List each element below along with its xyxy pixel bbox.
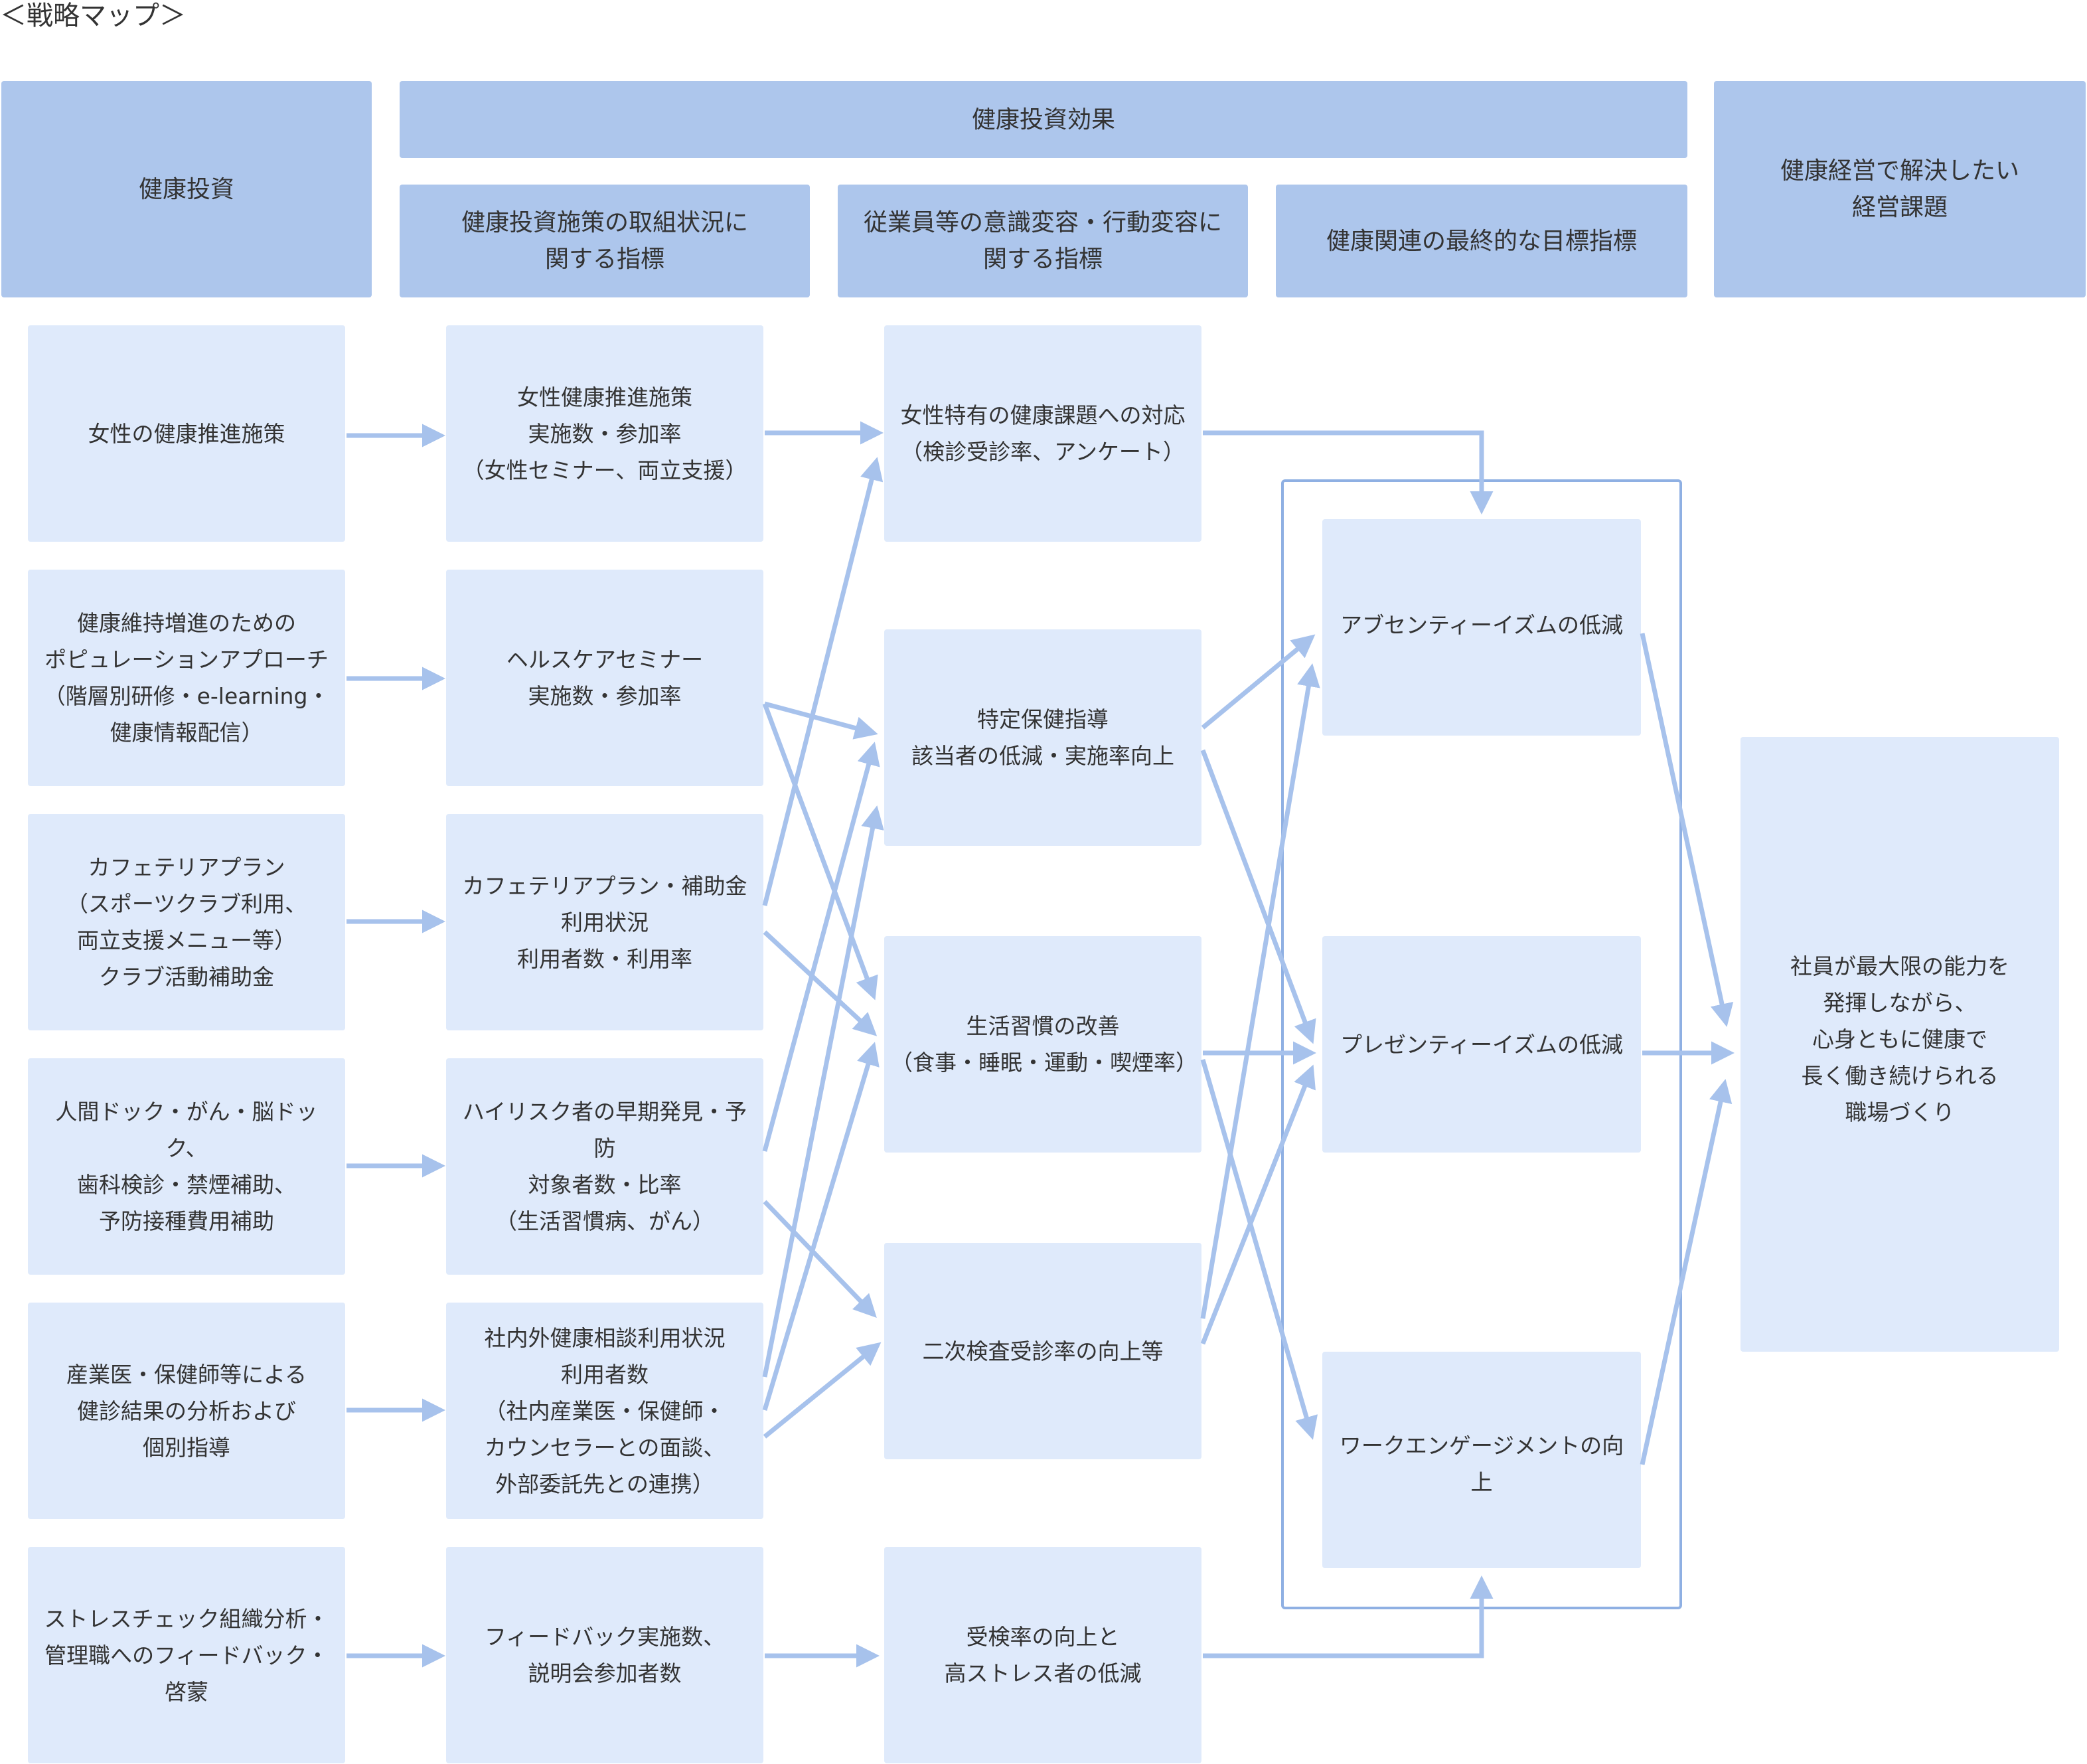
arrow-c2-c3-10 (763, 1342, 882, 1439)
arrow-c2-c3-2 (764, 701, 878, 740)
behavior-box-specific-guidance: 特定保健指導 該当者の低減・実施率向上 (884, 629, 1201, 846)
header-effect-sub1: 健康投資施策の取組状況に 関する指標 (400, 185, 810, 297)
header-effect: 健康投資効果 (400, 81, 1687, 158)
arrow-c4-goal-1 (1640, 633, 1734, 1027)
indicator-box-women-program: 女性健康推進施策 実施数・参加率 （女性セミナー、両立支援） (446, 325, 763, 542)
arrow-c3-c4-8 (1203, 1575, 1494, 1658)
arrow-c3-c4-2 (1201, 634, 1316, 730)
arrow-c2-c3-9 (762, 1042, 880, 1411)
arrow-c4-goal-3 (1640, 1079, 1733, 1465)
final-box-presenteeism: プレゼンティーイズムの低減 (1322, 936, 1641, 1153)
arrow-c2-c3-4 (762, 457, 884, 906)
final-box-work-engagement: ワークエンゲージメントの向上 (1322, 1352, 1641, 1568)
investment-box-women-health: 女性の健康推進施策 (28, 325, 345, 542)
arrow-c2-c3-8 (762, 805, 884, 1378)
final-box-absenteeism: アブセンティーイズムの低減 (1322, 519, 1641, 736)
arrow-c3-c4-1 (1203, 430, 1494, 515)
header-investment: 健康投資 (1, 81, 372, 297)
goal-box: 社員が最大限の能力を 発揮しながら、 心身ともに健康で 長く働き続けられる 職場… (1740, 737, 2059, 1352)
arrow-c2-c3-6 (762, 742, 880, 1152)
investment-box-population-approach: 健康維持増進のための ポピュレーションアプローチ （階層別研修・e-learni… (28, 570, 345, 786)
arrow-c2-c3-7 (763, 1200, 877, 1319)
investment-box-individual-guidance: 産業医・保健師等による 健診結果の分析および 個別指導 (28, 1303, 345, 1519)
arrow-c3-c4-7 (1200, 1064, 1316, 1345)
arrow-c2-c3-5 (763, 930, 878, 1036)
behavior-box-women-issues: 女性特有の健康課題への対応 （検診受診率、アンケート） (884, 325, 1201, 542)
behavior-box-secondary-exam: 二次検査受診率の向上等 (884, 1243, 1201, 1459)
investment-box-cafeteria-plan: カフェテリアプラン （スポーツクラブ利用、 両立支援メニュー等） クラブ活動補助… (28, 814, 345, 1030)
page-title: ＜戦略マップ＞ (0, 1, 186, 31)
arrow-c2-c3-3 (762, 702, 878, 1001)
header-effect-sub3: 健康関連の最終的な目標指標 (1276, 185, 1687, 297)
behavior-box-lifestyle: 生活習慣の改善 （食事・睡眠・運動・喫煙率） (884, 936, 1201, 1153)
investment-box-stress-check: ストレスチェック組織分析・ 管理職へのフィードバック・ 啓蒙 (28, 1547, 345, 1763)
investment-box-medical-checkup-subsidy: 人間ドック・がん・脳ドック、 歯科検診・禁煙補助、 予防接種費用補助 (28, 1058, 345, 1275)
indicator-box-high-risk: ハイリスク者の早期発見・予防 対象者数・比率 （生活習慣病、がん） (446, 1058, 763, 1275)
behavior-box-stress-rate: 受検率の向上と 高ストレス者の低減 (884, 1547, 1201, 1763)
indicator-box-consultation: 社内外健康相談利用状況 利用者数 （社内産業医・保健師・ カウンセラーとの面談、… (446, 1303, 763, 1519)
indicator-box-cafeteria-usage: カフェテリアプラン・補助金 利用状況 利用者数・利用率 (446, 814, 763, 1030)
arrow-c3-c4-6 (1200, 663, 1320, 1319)
arrow-c3-c4-3 (1200, 749, 1316, 1044)
indicator-box-healthcare-seminar: ヘルスケアセミナー 実施数・参加率 (446, 570, 763, 786)
arrow-c3-c4-5 (1200, 1059, 1318, 1440)
indicator-box-feedback: フィードバック実施数、 説明会参加者数 (446, 1547, 763, 1763)
header-effect-sub2: 従業員等の意識変容・行動変容に 関する指標 (838, 185, 1248, 297)
header-issue: 健康経営で解決したい 経営課題 (1714, 81, 2086, 297)
